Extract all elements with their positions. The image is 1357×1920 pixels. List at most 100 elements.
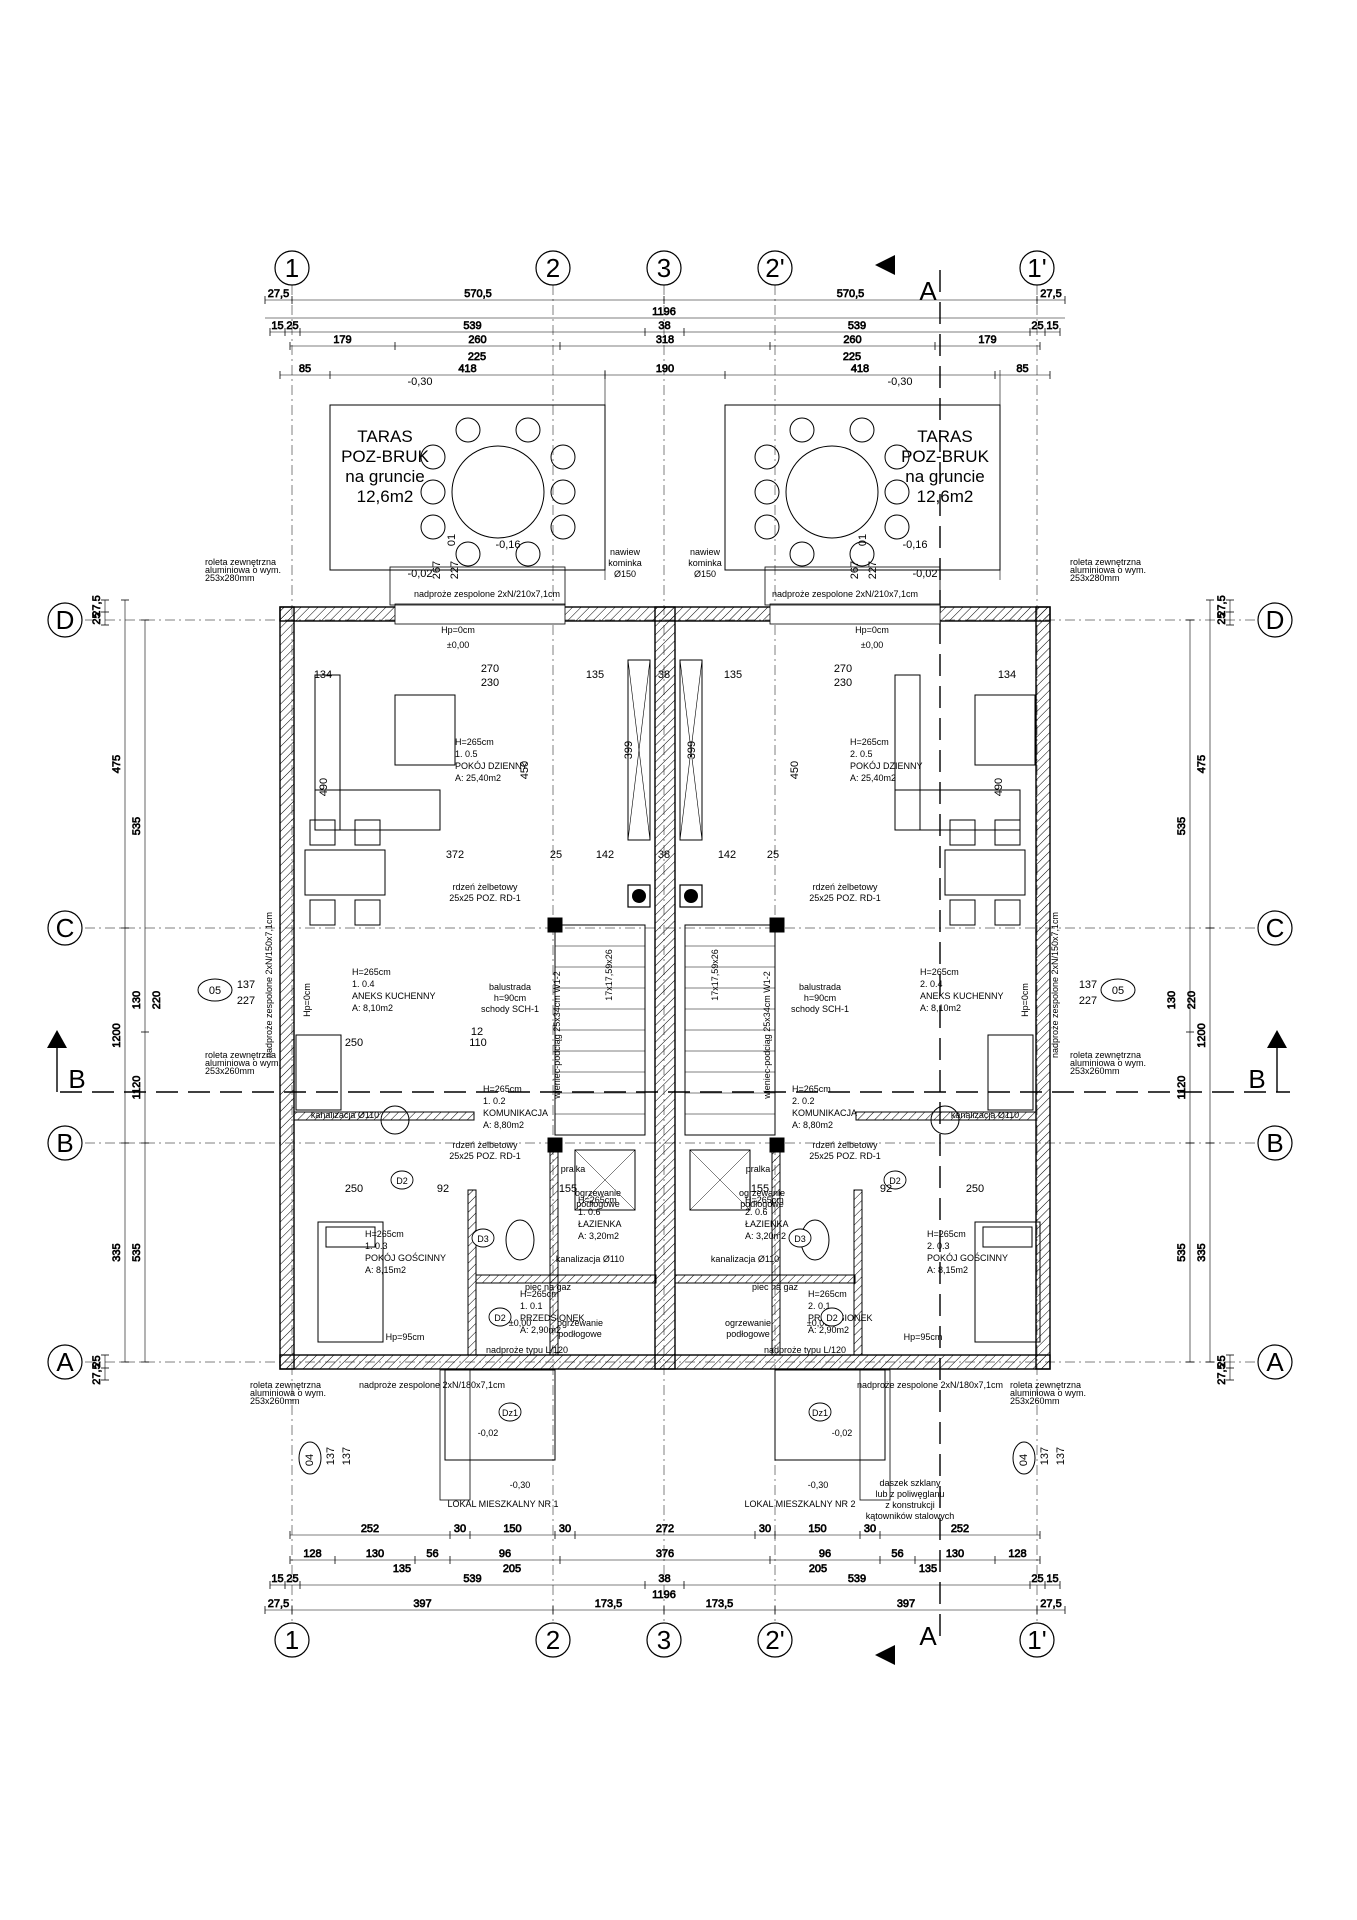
ring-beam-1: wieniec-podciąg 25x34cm W1-2 [552, 971, 562, 1100]
interior-dim-13: 25 [550, 849, 562, 861]
lintel-door-2: nadproże typu L/120 [764, 1345, 846, 1355]
terrace-type-1: na gruncie [345, 467, 424, 486]
core-note-1-0: rdzeń żelbetowy [452, 882, 518, 892]
room-area-5: A: 8,80m2 [792, 1120, 833, 1130]
dining-table-2 [785, 445, 879, 539]
axis-bubble-top-1'-label: 1' [1027, 253, 1046, 283]
room-area-2: A: 8,10m2 [352, 1003, 393, 1013]
partition-1-guest [467, 1189, 477, 1356]
kitchen-chair-b-2 [994, 819, 1021, 846]
terrace-type-2: na gruncie [905, 467, 984, 486]
dim-top-3-label: 179 [978, 334, 996, 346]
dim-right-small-top-label: 27,5 [1216, 595, 1228, 616]
terrace-door-w-2: 267 [849, 561, 861, 579]
room-area-6: A: 8,15m2 [365, 1265, 406, 1275]
room-number-0: 1. 0.5 [455, 749, 478, 759]
dim-bottom-4-label: 25 [1031, 1573, 1043, 1585]
interior-dim-v-3: 399 [623, 741, 635, 759]
dim-right-small-bottom-label: 25 [1216, 1355, 1228, 1367]
dim-bottom-4-label: 38 [658, 1573, 670, 1585]
kitchen-chair-d-1 [354, 899, 381, 926]
dim-top-3-label: 179 [333, 334, 351, 346]
dim-bottom-1-label: 252 [361, 1523, 379, 1535]
dim-bottom-2-label: 128 [303, 1548, 321, 1560]
dim-bottom-2-label: 130 [946, 1548, 964, 1560]
roller-note-2-3: aluminiowa o wym. [1070, 1058, 1146, 1068]
chair-2-8 [789, 541, 815, 567]
chair-1-7 [515, 417, 541, 443]
room-number-10: 1. 0.1 [520, 1301, 543, 1311]
coffee-table-1 [394, 694, 456, 766]
wall-east [1035, 606, 1051, 1370]
core-note-1-2: rdzeń żelbetowy [452, 1140, 518, 1150]
chair-2-1 [754, 479, 780, 505]
window-04-h-0: 137 [341, 1447, 353, 1465]
canopy-note-2: z konstrukcji [885, 1500, 935, 1510]
gas-boiler-2: piec na gaz [752, 1282, 799, 1292]
dim-top-3-label: 260 [843, 334, 861, 346]
terrace-step-2 [764, 566, 941, 606]
room-area-3: A: 8,10m2 [920, 1003, 961, 1013]
stairs-note-3-1: schody SCH-1 [791, 1004, 849, 1014]
lintel-side-2: nadproże zespolone 2xN/150x7,1cm [1050, 912, 1060, 1058]
room-area-4: A: 8,80m2 [483, 1120, 524, 1130]
dim-bottom-2-label: 130 [366, 1548, 384, 1560]
dim-top-2-label: 15 [1046, 320, 1058, 332]
interior-dim-v-5: 450 [789, 761, 801, 779]
duct-x-b [627, 659, 651, 841]
roller-note-1-1: roleta zewnętrzna [1070, 557, 1141, 567]
roller-note-3-5: 253x260mm [1010, 1396, 1060, 1406]
room-height-0: H=265cm [455, 737, 494, 747]
core-column-4 [769, 1137, 785, 1153]
heating-note-1-2: ogrzewanie [557, 1318, 603, 1328]
canopy-note-0: daszek szklany [879, 1478, 941, 1488]
dim-right-220: 220 [1186, 991, 1198, 1009]
room-name-10: PRZEDSIONEK [520, 1313, 585, 1323]
heating-note-2-0: podłogowe [576, 1199, 620, 1209]
terrace-door-w-1: 267 [431, 561, 443, 579]
partition-2-guest [853, 1189, 863, 1356]
roller-note-2-2: aluminiowa o wym. [205, 1058, 281, 1068]
lintel-door-1: nadproże typu L/120 [486, 1345, 568, 1355]
section-b-label-left: B [68, 1064, 85, 1094]
section-a-label: A [919, 1621, 937, 1651]
axis-bubble-right-C [1257, 910, 1293, 946]
chair-1-5 [550, 514, 576, 540]
axis-bubble-right-D-label: D [1266, 605, 1285, 635]
room-area-10: A: 2,90m2 [520, 1325, 561, 1335]
porch-2 [774, 1369, 886, 1461]
axis-bubble-bottom-1-label: 1 [285, 1625, 299, 1655]
pillow-1 [325, 1226, 376, 1248]
door-tag-label-1: D3 [477, 1234, 489, 1244]
bed-2 [974, 1221, 1041, 1343]
dim-top-5-label: 418 [851, 363, 869, 375]
room-height-9: H=265cm [745, 1195, 784, 1205]
interior-dim-7: 134 [314, 669, 332, 681]
laundry-1: pralka [561, 1164, 586, 1174]
window-tag-04-1 [1012, 1441, 1036, 1475]
chair-2-9 [849, 541, 875, 567]
dim-top-2-label: 15 [271, 320, 283, 332]
room-number-8: 1. 0.6 [578, 1207, 601, 1217]
dim-top-2-label: 38 [658, 320, 670, 332]
terrace-area-1: 12,6m2 [357, 487, 414, 506]
kitchen-counter-1 [295, 1034, 342, 1111]
level-entry-2: -0,02 [832, 1428, 853, 1438]
stairs-note-1-0: balustrada [489, 982, 531, 992]
level-zero-3: ±0,00 [509, 1318, 531, 1328]
wall-west [279, 606, 295, 1370]
room-height-1: H=265cm [850, 737, 889, 747]
dim-top-2-label: 25 [1031, 320, 1043, 332]
dim-left-130: 130 [131, 991, 143, 1009]
axis-bubble-bottom-2' [757, 1622, 793, 1658]
interior-dim-2: 135 [586, 669, 604, 681]
core-note-2-0: 25x25 POZ. RD-1 [449, 893, 521, 903]
axis-bubble-left-A [47, 1344, 83, 1380]
sewer-2: kanalizacja Ø110 [951, 1110, 1019, 1120]
stairs-note-2-1: h=90cm [804, 993, 836, 1003]
room-height-6: H=265cm [365, 1229, 404, 1239]
dim-top-2-label: 25 [286, 320, 298, 332]
terrace-title-2: TARAS [917, 427, 972, 446]
